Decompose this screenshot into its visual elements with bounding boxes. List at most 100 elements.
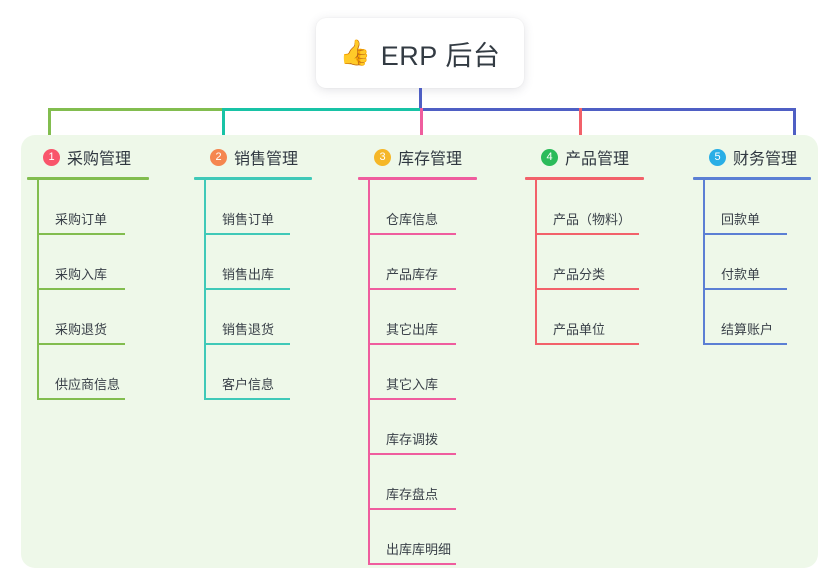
branch-item-underline xyxy=(368,508,456,510)
branch-item-label: 产品库存 xyxy=(386,267,439,282)
branch-items-product: 产品（物料） 产品分类产品单位 xyxy=(525,180,644,345)
branch-item-underline xyxy=(204,233,290,235)
branch-item[interactable]: 其它出库 xyxy=(358,290,477,345)
branch-item-label: 付款单 xyxy=(721,267,761,282)
branch-item-label: 销售退货 xyxy=(222,322,275,337)
root-node[interactable]: 👍 ERP 后台 xyxy=(316,18,524,88)
connector-segment-teal xyxy=(222,108,421,111)
branch-badge-sales: 2 xyxy=(210,148,227,166)
branch-item[interactable]: 客户信息 xyxy=(194,345,312,400)
branch-column-sales: 2 销售管理销售订单销售出库销售退货客户信息 xyxy=(194,144,312,400)
branch-header-inventory[interactable]: 3 库存管理 xyxy=(358,144,477,170)
branch-spine-finance xyxy=(703,180,705,345)
branch-item[interactable]: 销售出库 xyxy=(194,235,312,290)
branch-item-label: 销售订单 xyxy=(222,212,275,227)
branch-item-underline xyxy=(368,563,456,565)
connector-trunk xyxy=(419,88,422,110)
branch-item-label: 仓库信息 xyxy=(386,212,439,227)
branch-item[interactable]: 采购入库 xyxy=(27,235,149,290)
branch-item-label: 其它入库 xyxy=(386,377,439,392)
branch-item-label: 客户信息 xyxy=(222,377,275,392)
branch-item-label: 产品（物料） xyxy=(553,212,632,227)
branch-underline-inventory xyxy=(358,177,477,180)
branch-title-product: 产品管理 xyxy=(565,151,630,168)
branch-item-label: 库存调拨 xyxy=(386,432,439,447)
branch-item[interactable]: 供应商信息 xyxy=(27,345,149,400)
branch-title-purchase: 采购管理 xyxy=(67,151,132,168)
branch-item-underline xyxy=(37,233,125,235)
thumbs-up-emoji: 👍 xyxy=(339,38,371,67)
branch-item-label: 产品分类 xyxy=(553,267,606,282)
branch-item-underline xyxy=(535,233,639,235)
branch-item-underline xyxy=(703,233,787,235)
branch-item[interactable]: 回款单 xyxy=(693,180,811,235)
branch-item-label: 产品单位 xyxy=(553,322,606,337)
branch-item[interactable]: 仓库信息 xyxy=(358,180,477,235)
connector-segment-blue xyxy=(420,108,795,111)
branch-item[interactable]: 采购退货 xyxy=(27,290,149,345)
branches-panel: 1 采购管理采购订单采购入库采购退货供应商信息 2 销售管理销售订单销售出库销售退货客… xyxy=(21,135,818,568)
branch-spine-product xyxy=(535,180,537,345)
connector-drop-5 xyxy=(793,108,796,138)
branch-items-inventory: 仓库信息产品库存其它出库其它入库库存调拨库存盘点出库库明细 xyxy=(358,180,477,565)
branch-item-label: 采购订单 xyxy=(55,212,108,227)
branch-header-sales[interactable]: 2 销售管理 xyxy=(194,144,312,170)
branch-item[interactable]: 库存盘点 xyxy=(358,455,477,510)
branch-item[interactable]: 产品单位 xyxy=(525,290,644,345)
connector-segment-green xyxy=(48,108,223,111)
connector-drop-2 xyxy=(222,108,225,138)
branch-item-label: 结算账户 xyxy=(721,322,774,337)
branch-item-label: 采购入库 xyxy=(55,267,108,282)
branch-title-sales: 销售管理 xyxy=(234,151,299,168)
branch-item-underline xyxy=(37,398,125,400)
branch-item-label: 供应商信息 xyxy=(55,377,121,392)
branch-item[interactable]: 其它入库 xyxy=(358,345,477,400)
branch-item-label: 其它出库 xyxy=(386,322,439,337)
branch-item-label: 回款单 xyxy=(721,212,761,227)
branch-item[interactable]: 出库库明细 xyxy=(358,510,477,565)
branch-badge-inventory: 3 xyxy=(374,148,391,166)
branch-item[interactable]: 销售退货 xyxy=(194,290,312,345)
branch-item[interactable]: 库存调拨 xyxy=(358,400,477,455)
branch-item-label: 库存盘点 xyxy=(386,487,439,502)
branch-item[interactable]: 产品（物料） xyxy=(525,180,644,235)
branch-underline-purchase xyxy=(27,177,149,180)
branch-item[interactable]: 采购订单 xyxy=(27,180,149,235)
branch-item-label: 出库库明细 xyxy=(386,542,452,557)
branch-item-underline xyxy=(703,288,787,290)
branch-item[interactable]: 产品分类 xyxy=(525,235,644,290)
branch-item[interactable]: 付款单 xyxy=(693,235,811,290)
branch-item-underline xyxy=(535,288,639,290)
branch-badge-purchase: 1 xyxy=(43,148,60,166)
branch-item-underline xyxy=(535,343,639,345)
root-title: ERP 后台 xyxy=(380,40,501,71)
branch-column-inventory: 3 库存管理仓库信息产品库存其它出库其它入库库存调拨库存盘点出库库明细 xyxy=(358,144,477,565)
branch-item-underline xyxy=(368,288,456,290)
branch-item-underline xyxy=(368,398,456,400)
branch-item[interactable]: 结算账户 xyxy=(693,290,811,345)
branch-item-underline xyxy=(368,453,456,455)
branch-spine-sales xyxy=(204,180,206,400)
connector-drop-1 xyxy=(48,108,51,138)
branch-column-purchase: 1 采购管理采购订单采购入库采购退货供应商信息 xyxy=(27,144,149,400)
branch-item-underline xyxy=(37,288,125,290)
branch-underline-finance xyxy=(693,177,811,180)
branch-header-purchase[interactable]: 1 采购管理 xyxy=(27,144,149,170)
branch-item[interactable]: 产品库存 xyxy=(358,235,477,290)
branch-title-inventory: 库存管理 xyxy=(398,151,463,168)
branch-item-underline xyxy=(204,398,290,400)
branch-badge-finance: 5 xyxy=(709,148,726,166)
branch-item-label: 销售出库 xyxy=(222,267,275,282)
branch-item-underline xyxy=(204,343,290,345)
branch-items-finance: 回款单付款单结算账户 xyxy=(693,180,811,345)
branch-spine-inventory xyxy=(368,180,370,565)
branch-underline-sales xyxy=(194,177,312,180)
branch-item[interactable]: 销售订单 xyxy=(194,180,312,235)
branch-underline-product xyxy=(525,177,644,180)
branch-item-underline xyxy=(368,343,456,345)
branch-item-underline xyxy=(37,343,125,345)
connector-drop-3 xyxy=(420,108,423,142)
